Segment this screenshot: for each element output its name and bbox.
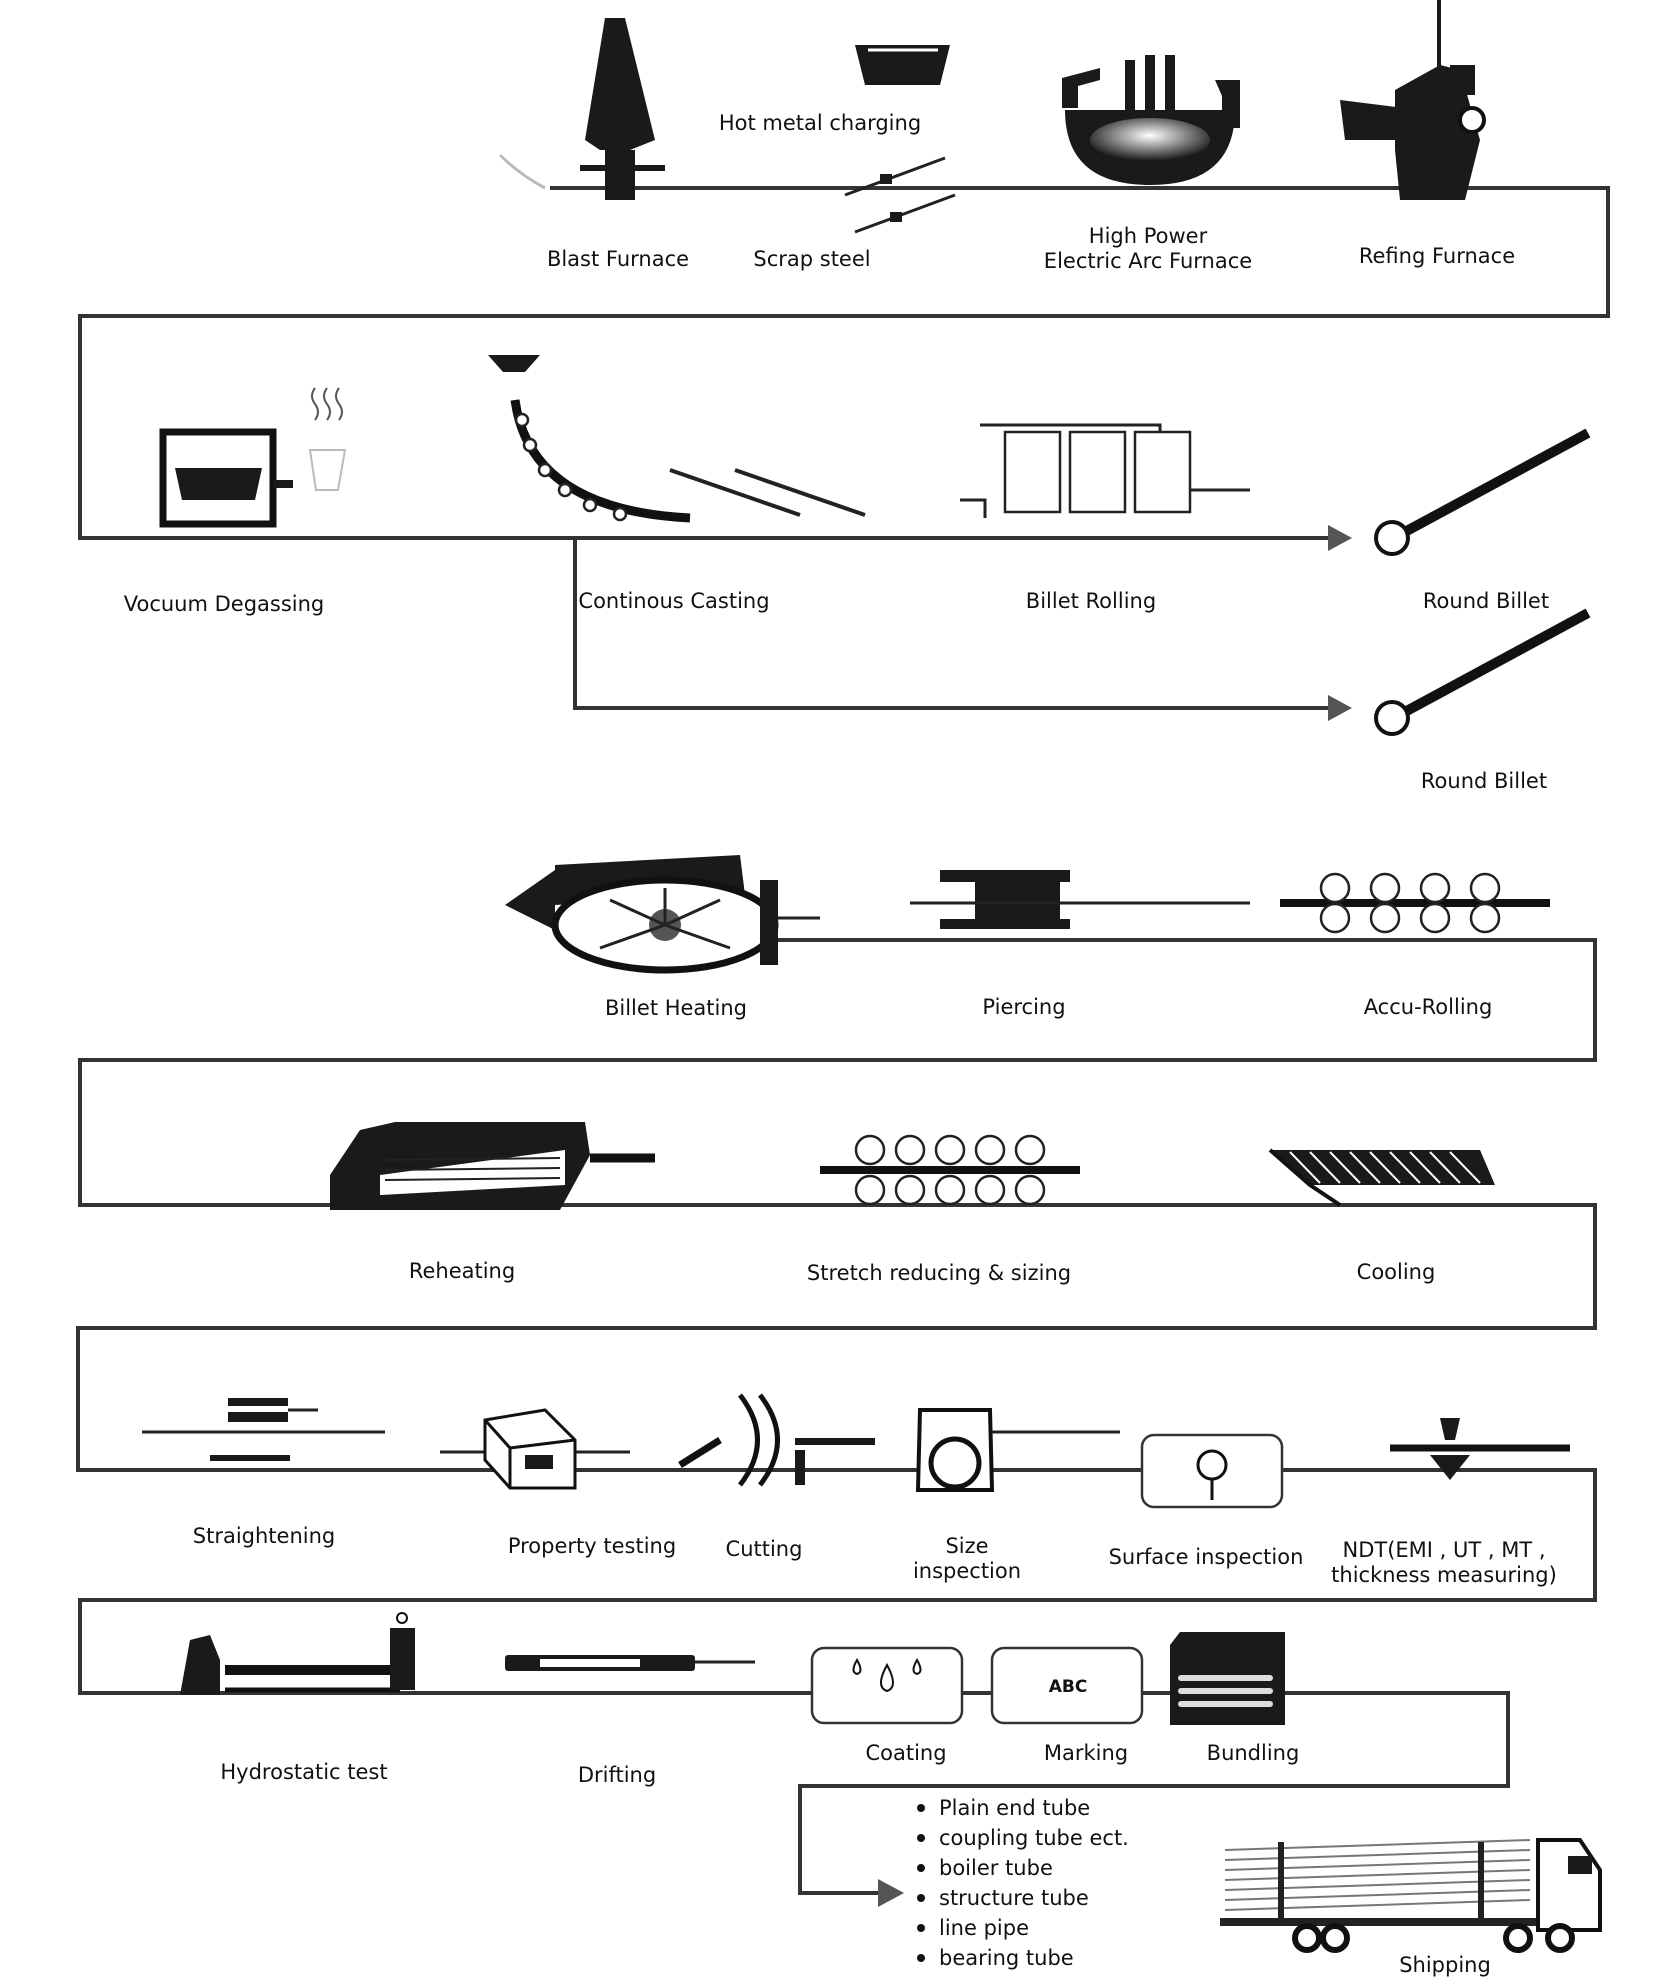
reheating-icon	[330, 1122, 655, 1210]
flow-line-row1	[78, 186, 1610, 540]
refining-furnace-icon	[1340, 0, 1486, 200]
product-label: line pipe	[939, 1916, 1029, 1940]
label-cutting: Cutting	[726, 1537, 803, 1561]
product-label: structure tube	[939, 1886, 1089, 1910]
product-label: Plain end tube	[939, 1796, 1090, 1820]
drifting-icon	[505, 1655, 755, 1671]
label-scrap-steel: Scrap steel	[753, 247, 870, 271]
billet-rolling-icon	[960, 423, 1250, 518]
cutting-icon	[678, 1393, 875, 1487]
label-size-inspection-line1: Size	[945, 1534, 988, 1558]
product-item: bearing tube	[917, 1946, 1074, 1970]
label-vacuum-degassing: Vocuum Degassing	[124, 592, 325, 616]
blast-furnace-icon	[498, 18, 665, 200]
stage-labels: Blast Furnace Hot metal charging Scrap s…	[124, 111, 1557, 1977]
round-billet-1-icon	[1374, 428, 1591, 556]
label-shipping: Shipping	[1399, 1953, 1491, 1977]
product-item: boiler tube	[917, 1856, 1053, 1880]
label-cooling: Cooling	[1357, 1260, 1436, 1284]
label-reheating: Reheating	[409, 1259, 515, 1283]
label-piercing: Piercing	[982, 995, 1065, 1019]
ndt-icon	[1390, 1418, 1570, 1480]
accu-rolling-icon	[1280, 872, 1550, 934]
product-list: Plain end tube coupling tube ect. boiler…	[917, 1796, 1129, 1970]
electric-arc-furnace-icon	[1062, 55, 1240, 185]
billet-heating-icon	[505, 855, 820, 974]
label-ndt-line2: thickness measuring)	[1331, 1563, 1557, 1587]
hot-metal-ladle-icon	[855, 45, 950, 85]
arrow-head-products	[878, 1879, 904, 1907]
label-drifting: Drifting	[578, 1763, 656, 1787]
arrow-head-round-billet-1	[1328, 525, 1352, 551]
label-hydrostatic-test: Hydrostatic test	[220, 1760, 387, 1784]
flow-lines	[76, 186, 1610, 1895]
surface-inspection-icon	[1140, 1433, 1284, 1509]
shipping-truck-icon	[1220, 1838, 1602, 1953]
round-billet-2-icon	[1374, 608, 1591, 736]
property-testing-icon	[440, 1408, 630, 1490]
stretch-reducing-icon	[820, 1134, 1080, 1206]
flow-line-branch	[573, 538, 1335, 710]
label-marking: Marking	[1044, 1741, 1128, 1765]
product-item: line pipe	[917, 1916, 1029, 1940]
product-label: bearing tube	[939, 1946, 1074, 1970]
label-coating: Coating	[865, 1741, 946, 1765]
product-item: coupling tube ect.	[917, 1826, 1129, 1850]
product-item: structure tube	[917, 1886, 1089, 1910]
label-continuous-casting: Continous Casting	[578, 589, 769, 613]
label-bundling: Bundling	[1207, 1741, 1300, 1765]
flow-line-section3	[76, 938, 1597, 1895]
bundling-icon	[1170, 1632, 1285, 1725]
coating-icon	[810, 1646, 964, 1725]
product-label: coupling tube ect.	[939, 1826, 1129, 1850]
size-inspection-icon	[915, 1408, 1120, 1492]
straightening-icon	[142, 1398, 385, 1461]
label-eaf-line2: Electric Arc Furnace	[1044, 249, 1252, 273]
arrow-head-round-billet-2	[1328, 695, 1352, 721]
label-stretch-reducing: Stretch reducing & sizing	[807, 1261, 1071, 1285]
label-round-billet-2: Round Billet	[1421, 769, 1547, 793]
label-size-inspection-line2: inspection	[913, 1559, 1021, 1583]
cooling-bed-icon	[1268, 1148, 1495, 1207]
label-billet-rolling: Billet Rolling	[1026, 589, 1156, 613]
marking-box-text: ABC	[1049, 1677, 1088, 1697]
label-surface-inspection: Surface inspection	[1109, 1545, 1304, 1569]
continuous-casting-icon	[488, 355, 866, 523]
piercing-icon	[910, 870, 1250, 929]
scrap-steel-icon	[844, 156, 956, 234]
hydrostatic-test-icon	[180, 1612, 415, 1695]
label-straightening: Straightening	[193, 1524, 335, 1548]
label-ndt-line1: NDT(EMI , UT , MT ,	[1342, 1538, 1545, 1562]
label-blast-furnace: Blast Furnace	[547, 247, 689, 271]
product-item: Plain end tube	[917, 1796, 1090, 1820]
label-billet-heating: Billet Heating	[605, 996, 747, 1020]
label-eaf-line1: High Power	[1089, 224, 1208, 248]
label-accu-rolling: Accu-Rolling	[1364, 995, 1493, 1019]
product-label: boiler tube	[939, 1856, 1053, 1880]
label-hot-metal-charging: Hot metal charging	[719, 111, 921, 135]
label-refining-furnace: Refing Furnace	[1359, 244, 1515, 268]
label-round-billet-1: Round Billet	[1423, 589, 1549, 613]
vacuum-degassing-icon	[159, 387, 347, 528]
label-property-testing: Property testing	[508, 1534, 676, 1558]
marking-icon	[990, 1646, 1144, 1725]
